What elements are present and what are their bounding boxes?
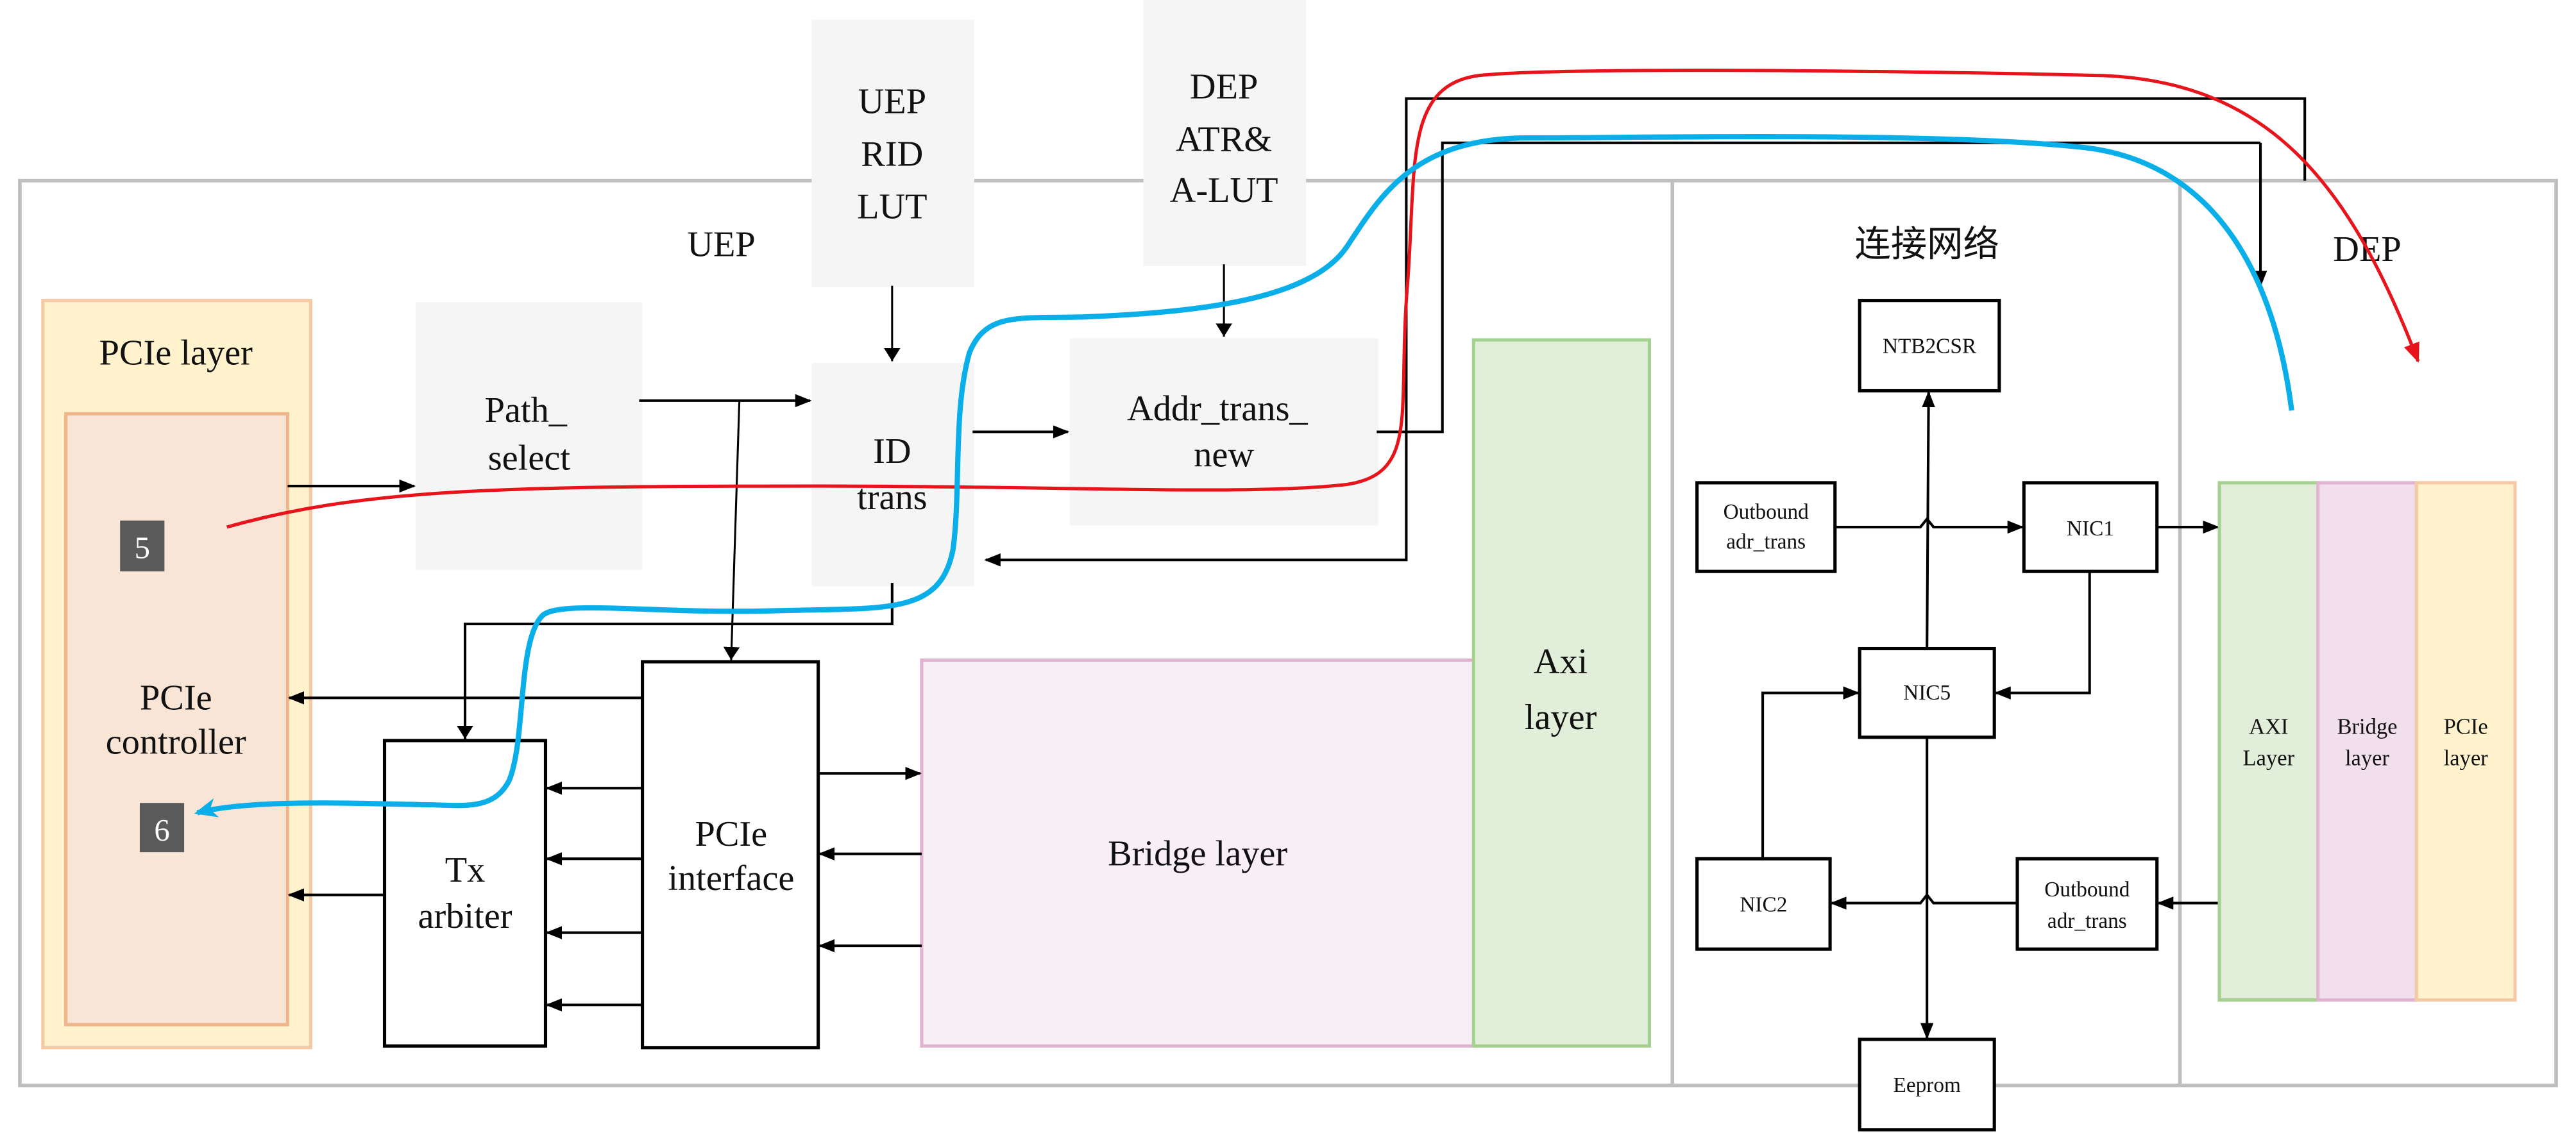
tx-arbiter-line1: Tx [445, 850, 486, 890]
request-flow-path-red [226, 69, 2420, 529]
dep-bridge-line2: layer [2345, 746, 2390, 770]
tx-arbiter-line2: arbiter [418, 896, 513, 936]
pcie-layer-label: PCIe layer [99, 333, 253, 373]
ntb2csr-block: NTB2CSR [1858, 299, 2001, 393]
outbound-bottom-block: Outbound adr_trans [2015, 857, 2159, 951]
axi-layer-line2: layer [1525, 698, 1597, 737]
outbound-top-block: Outbound adr_trans [1695, 481, 1837, 573]
nic5-label: NIC5 [1903, 681, 1951, 705]
nic5-block: NIC5 [1858, 646, 1996, 739]
uep-rid-lut-block: UEP RID LUT [811, 19, 974, 288]
nic1-block: NIC1 [2022, 481, 2159, 573]
bridge-layer-block: Bridge layer [920, 658, 1475, 1048]
uep-rid-lut-line3: LUT [857, 187, 928, 227]
pcie-interface-line1: PCIe [695, 814, 768, 854]
path-select-label-line1: Path_ [485, 390, 568, 430]
step-badge-6: 6 [139, 803, 185, 853]
step-badge-5-text: 5 [135, 531, 150, 566]
uep-rid-lut-line2: RID [861, 135, 923, 174]
path-select-label-line2: select [488, 438, 571, 478]
id-trans-block: ID trans [811, 362, 974, 587]
addr-trans-new-line2: new [1194, 435, 1254, 474]
dep-bridge-line1: Bridge [2337, 715, 2397, 739]
pcie-interface-block: PCIe interface [641, 660, 820, 1050]
dep-bridge-layer: Bridge layer [2316, 481, 2418, 1002]
dep-axi-layer: AXI Layer [2217, 481, 2320, 1002]
pcie-controller-label-line1: PCIe [140, 678, 212, 718]
nic2-label: NIC2 [1740, 893, 1787, 916]
pcie-controller-label-line2: controller [106, 722, 246, 762]
step-badge-5: 5 [120, 520, 165, 572]
section-title-network: 连接网络 [1855, 224, 1999, 264]
eeprom-block: Eeprom [1858, 1037, 1996, 1132]
axi-layer-block: Axi layer [1471, 338, 1651, 1048]
arrow-outbound-to-nic1 [1835, 516, 2024, 534]
arrow-outbound-to-nic2 [1830, 893, 2018, 910]
axi-layer-line1: Axi [1534, 642, 1588, 682]
addr-trans-new-line1: Addr_trans_ [1127, 389, 1308, 429]
ntb2csr-label: NTB2CSR [1883, 335, 1977, 358]
dep-atr-alut-line1: DEP [1190, 67, 1258, 107]
bridge-layer-label: Bridge layer [1108, 834, 1287, 874]
arrow-nic1-to-nic5 [1994, 571, 2091, 700]
outbound-top-line2: adr_trans [1726, 530, 1806, 553]
tx-arbiter-block: Tx arbiter [382, 739, 548, 1048]
wire-addr-trans-to-dep-top [1377, 141, 2261, 433]
uep-wires [287, 97, 2307, 1012]
section-title-uep: UEP [687, 224, 755, 264]
id-trans-line2: trans [857, 478, 928, 517]
pcie-interface-line2: interface [668, 859, 794, 898]
outbound-bottom-line1: Outbound [2044, 878, 2130, 902]
eeprom-label: Eeprom [1893, 1073, 1960, 1097]
dep-pcie-line2: layer [2444, 746, 2489, 770]
nic1-label: NIC1 [2067, 517, 2114, 541]
outbound-bottom-line2: adr_trans [2047, 909, 2127, 933]
dep-atr-alut-line2: ATR& [1176, 120, 1272, 160]
id-trans-line1: ID [873, 432, 911, 471]
nic2-block: NIC2 [1695, 857, 1832, 951]
arrow-path-select-to-pcie-interface [723, 400, 741, 660]
path-select-block: Path_ select [416, 302, 643, 570]
dep-pcie-layer: PCIe layer [2414, 481, 2517, 1002]
step-badge-6-text: 6 [154, 813, 169, 848]
pcie-controller-block: PCIe controller [64, 412, 289, 1027]
arrow-nic2-to-nic5 [1761, 686, 1860, 859]
addr-trans-new-block: Addr_trans_ new [1069, 338, 1378, 526]
response-flow-path-blue [194, 133, 2294, 818]
dep-atr-alut-block: DEP ATR& A-LUT [1143, 0, 1307, 266]
dep-axi-line2: Layer [2243, 746, 2295, 770]
wire-dep-return-to-id-trans [984, 97, 2307, 567]
outbound-top-line1: Outbound [1724, 500, 1809, 524]
network-wires [1761, 390, 2220, 1040]
uep-rid-lut-line1: UEP [858, 82, 926, 122]
dep-atr-alut-line3: A-LUT [1170, 171, 1278, 210]
dep-pcie-line1: PCIe [2444, 715, 2488, 739]
dep-axi-line1: AXI [2249, 715, 2288, 739]
